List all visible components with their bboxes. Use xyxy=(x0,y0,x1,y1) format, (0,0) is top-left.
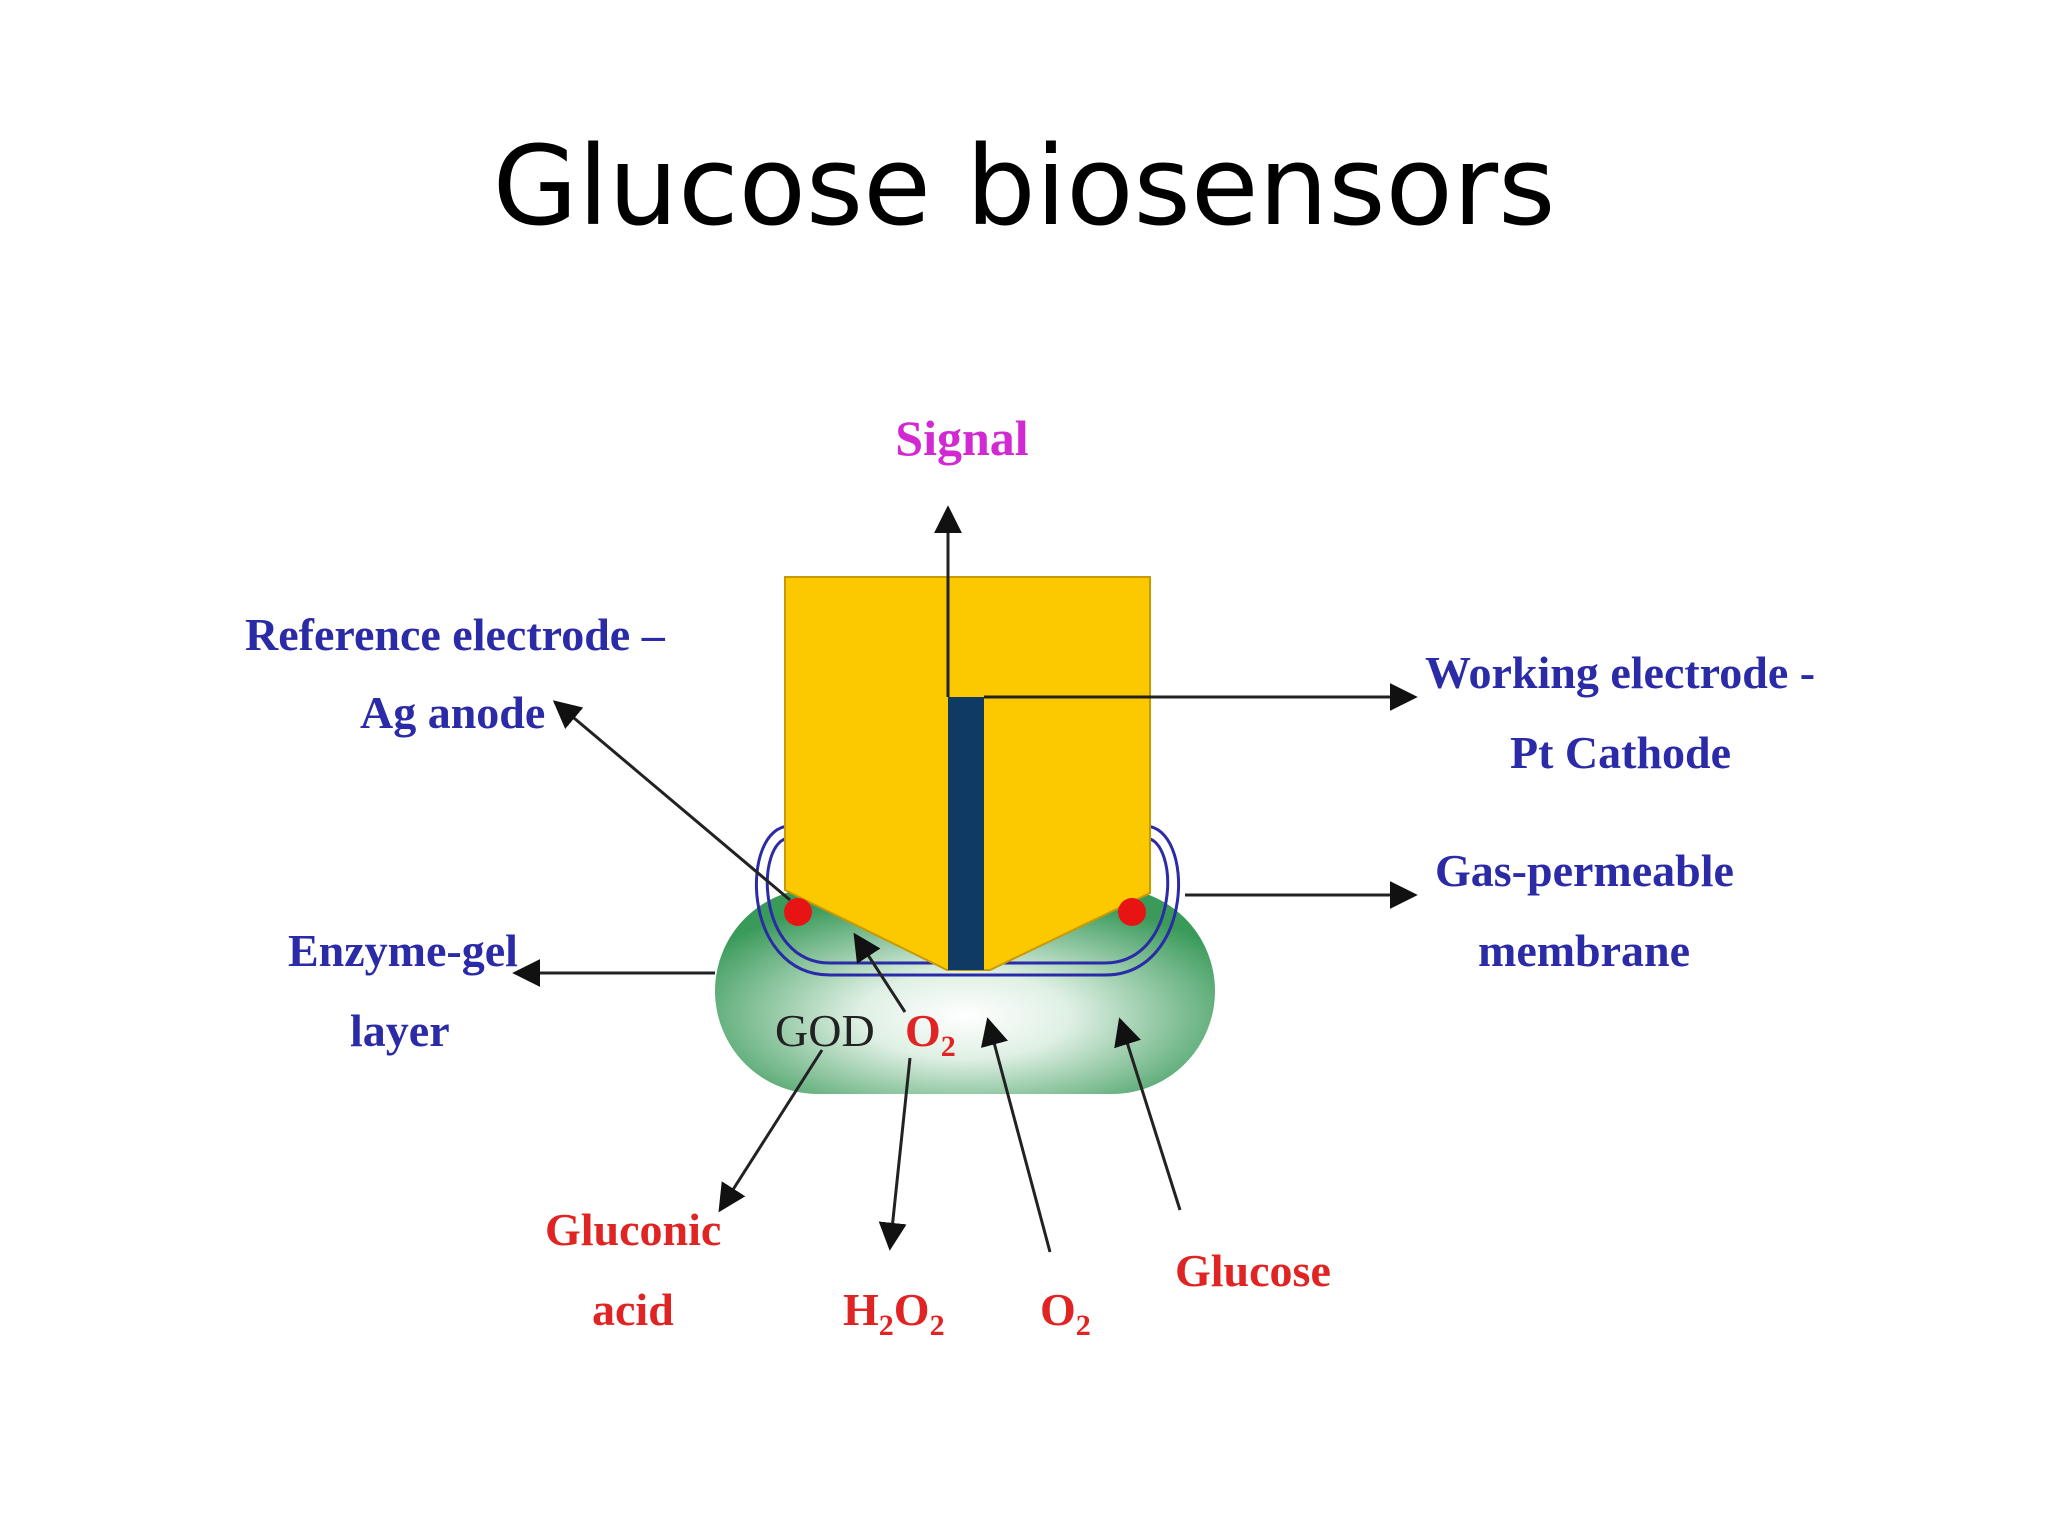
enzyme-gel-layer xyxy=(715,888,1215,1094)
glucose-in-arrow xyxy=(1114,1017,1182,1211)
reference-electrode-label-line1: Reference electrode – xyxy=(245,609,666,660)
gluconic-acid-label-line1: Gluconic xyxy=(545,1204,721,1255)
h2o2-label: H2O2 xyxy=(843,1284,945,1342)
ag-anode-dot-left xyxy=(784,898,812,926)
ag-anode-dot-right xyxy=(1118,898,1146,926)
pt-cathode xyxy=(948,697,984,970)
enzyme-gel-label-line1: Enzyme-gel xyxy=(288,925,518,976)
working-electrode-label-line1: Working electrode - xyxy=(1425,647,1815,698)
reference-electrode-arrow xyxy=(552,700,791,902)
glucose-label: Glucose xyxy=(1175,1245,1331,1296)
god-label: GOD xyxy=(775,1005,875,1056)
signal-label: Signal xyxy=(895,410,1029,466)
gas-permeable-membrane-outer xyxy=(754,824,1181,977)
working-electrode-label-line2: Pt Cathode xyxy=(1510,727,1731,778)
o2-label: O2 xyxy=(1040,1284,1091,1342)
gluconic-acid-label-line2: acid xyxy=(592,1284,674,1335)
inner-o2-label: O2 xyxy=(905,1005,956,1063)
membrane-label-line1: Gas-permeable xyxy=(1435,845,1734,896)
h2o2-arrow xyxy=(878,1057,912,1251)
reference-electrode-label-line2: Ag anode xyxy=(360,687,545,738)
enzyme-gel-label-line2: layer xyxy=(350,1005,450,1056)
membrane-label-line2: membrane xyxy=(1478,925,1690,976)
o2-in-arrow xyxy=(980,1017,1052,1253)
slide-title: Glucose biosensors xyxy=(492,122,1556,250)
inner-o2-arrow xyxy=(853,932,907,1013)
gluconic-acid-arrow xyxy=(718,1049,824,1213)
